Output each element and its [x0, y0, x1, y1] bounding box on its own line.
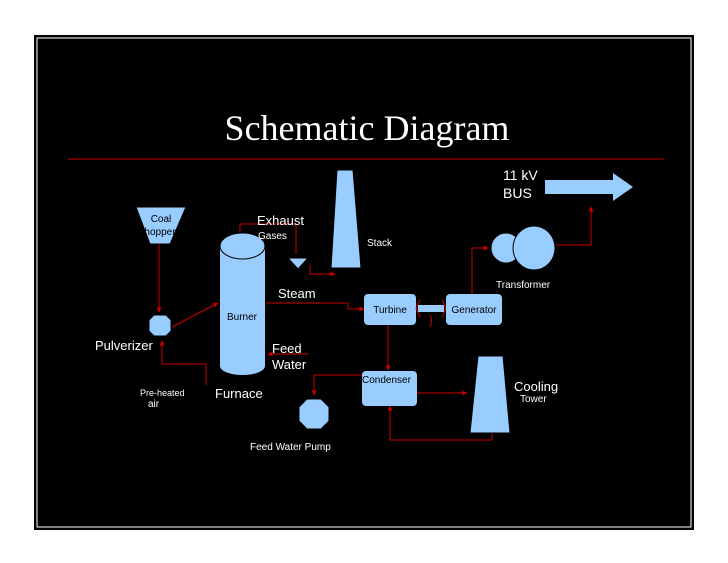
- feed-water-pump-label: Feed Water Pump: [250, 442, 331, 453]
- generator: [446, 294, 502, 325]
- burner-label: Burner: [227, 312, 258, 323]
- bus-arrow: [545, 173, 633, 201]
- slide-border: [36, 37, 692, 528]
- flow-generator-transformer: [471, 245, 489, 302]
- stack: [330, 169, 362, 269]
- flow-air-pulverizer: [159, 340, 207, 385]
- bus-label-bus: BUS: [503, 185, 532, 201]
- condenser-label: Condenser: [362, 375, 412, 386]
- tower-label: Tower: [520, 394, 547, 405]
- preheated-label: Pre-heated: [140, 388, 185, 398]
- flow-transformer-bus: [556, 206, 594, 246]
- flow-condenser-pump: [311, 374, 362, 396]
- coal-hopper-label-1: Coal: [151, 214, 172, 225]
- flow-pulverizer-burner: [171, 302, 219, 328]
- air-label: air: [148, 399, 160, 410]
- flow-fan-stack: [309, 265, 336, 277]
- feed-water-pump: [298, 398, 330, 430]
- page-title: Schematic Diagram: [225, 108, 510, 148]
- steam-label: Steam: [278, 286, 316, 301]
- flow-steam-turbine: [266, 302, 365, 312]
- generator-label: Generator: [451, 305, 497, 316]
- transformer-coil-2: [512, 225, 556, 271]
- feed-label: Feed: [272, 341, 302, 356]
- flow-burner-exhaust: [239, 223, 297, 254]
- stack-label: Stack: [367, 238, 393, 249]
- cooling-tower: [469, 355, 511, 434]
- pulverizer-label: Pulverizer: [95, 338, 153, 353]
- exhaust-label: Exhaust: [257, 213, 304, 228]
- slide-background: [34, 35, 694, 530]
- coal-hopper: [135, 206, 187, 245]
- transformer-label: Transformer: [496, 280, 551, 291]
- turbine: [364, 294, 416, 325]
- turbine-label: Turbine: [373, 305, 407, 316]
- cooling-label: Cooling: [514, 379, 558, 394]
- coal-hopper-label-2: hopper: [144, 227, 176, 238]
- burner-cylinder: [219, 232, 266, 375]
- condenser: [362, 371, 417, 406]
- bus-label-11kv: 11 kV: [503, 167, 538, 183]
- flow-tower-condenser: [387, 405, 493, 441]
- flow-lines: [156, 206, 594, 441]
- exhaust-fan: [286, 257, 310, 270]
- water-label: Water: [272, 357, 307, 372]
- pulverizer: [148, 314, 172, 337]
- furnace-label: Furnace: [215, 386, 263, 401]
- gases-label: Gases: [258, 231, 287, 242]
